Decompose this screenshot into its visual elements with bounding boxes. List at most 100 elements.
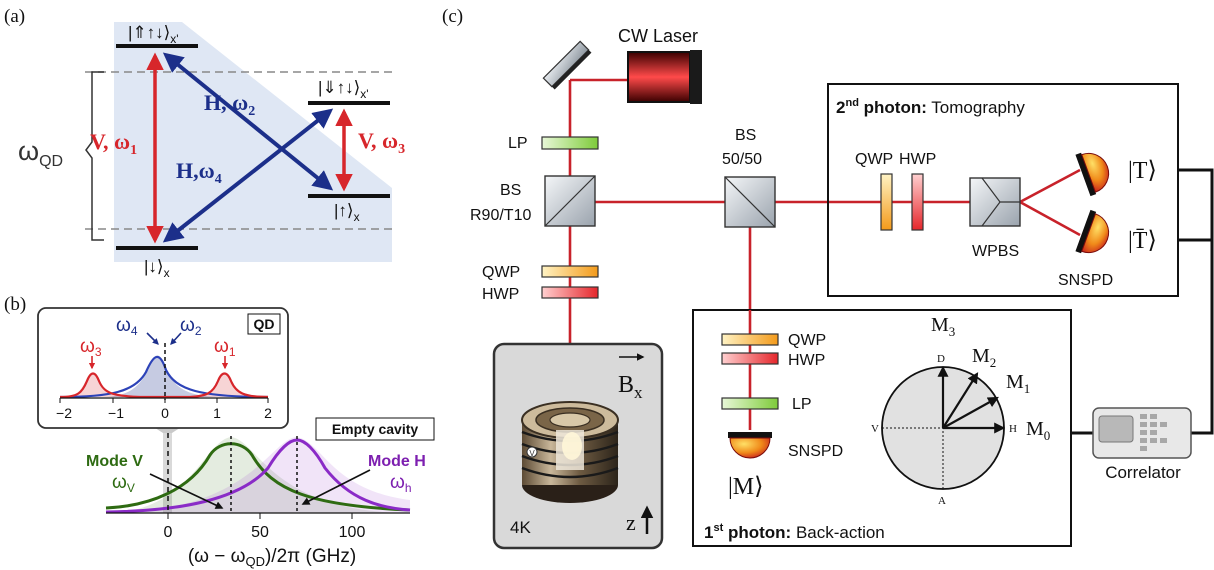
wpbs-prism-lines: [981, 177, 1020, 227]
h-omega4-arrow: [162, 108, 334, 243]
mode-v-pointer: [149, 473, 224, 509]
inset-tick-m1: −1: [108, 405, 124, 421]
x-tick-50: 50: [251, 524, 269, 541]
x-tick-0: 0: [164, 524, 173, 541]
qd-inset-tag-box: [247, 313, 281, 335]
b-field-label: Bx: [618, 372, 643, 402]
poincare-m0: M0: [1026, 418, 1050, 443]
mode-v-fill: [106, 437, 410, 513]
x-tick-100: 100: [339, 524, 366, 541]
w2-label: ω2: [180, 315, 202, 338]
panel-c: (c) CW Laser LP BS R90/T10 QWP HWP: [442, 6, 1214, 550]
detector-tbar: [1075, 209, 1110, 254]
hwp1-label: HWP: [482, 286, 519, 303]
inset-tick-m2: −2: [56, 405, 72, 421]
v-omega3-label: V, ω3: [358, 128, 405, 157]
cavity-ticks: 0 50 100: [164, 513, 366, 541]
w1-label: ω1: [214, 336, 236, 359]
v-omega1-label: V, ω1: [90, 129, 137, 158]
omega-h-label: ωh: [390, 472, 412, 495]
inset-blue-curve: [59, 356, 269, 399]
h-omega2-label: H, ω2: [204, 90, 255, 119]
empty-cavity-tag-box: [315, 417, 435, 441]
inset-tick-0: 0: [161, 405, 169, 421]
ket-t-label: |T⟩: [1128, 158, 1157, 184]
bottom-state-label: |↓⟩x: [144, 257, 170, 280]
cryostat-drawing: V: [521, 401, 619, 503]
hwp2-plate: [911, 173, 924, 231]
qd-inset-tag: QD: [254, 316, 275, 332]
z-axis-label: z: [626, 510, 636, 535]
lp3-label: LP: [792, 396, 812, 413]
cryostat-temp: 4K: [510, 518, 531, 537]
hwp3-plate: [721, 352, 779, 365]
mode-h-fill: [106, 437, 410, 513]
qwp1-plate: [541, 265, 599, 278]
qwp3-label: QWP: [788, 332, 826, 349]
panel-a: (a) ωQD |⇑↑↓⟩x' |⇓↑↓⟩x' |↑⟩x |↓⟩x V, ω1 …: [4, 6, 405, 280]
top-state-label: |⇑↑↓⟩x': [128, 23, 179, 46]
ket-m-label: |M⟩: [728, 474, 764, 500]
inset-red-curve: [59, 372, 269, 399]
correlator-label: Correlator: [1105, 463, 1181, 482]
right-lower-state-label: |↑⟩x: [334, 201, 360, 224]
omega-qd-brace: [85, 71, 104, 241]
snspd2-label: SNSPD: [1058, 272, 1113, 289]
mode-h-pointer: [301, 469, 371, 505]
omega-v-label: ωV: [112, 472, 135, 495]
bs-5050-ratio: 50/50: [722, 151, 762, 168]
panel-b-label: (b): [4, 294, 26, 315]
mode-v-curve: [105, 442, 411, 512]
tomography-title: 2nd photon: Tomography: [836, 97, 1025, 117]
detector-m: [728, 432, 772, 459]
wpbs-label: WPBS: [972, 243, 1019, 260]
panel-a-label: (a): [4, 6, 25, 27]
lp3-filter: [721, 397, 779, 410]
mode-v-label: Mode V: [86, 453, 143, 470]
inset-tick-2: 2: [264, 405, 272, 421]
correlator-device: [1092, 407, 1192, 459]
poincare-v: V: [871, 423, 879, 435]
empty-cavity-tag: Empty cavity: [332, 421, 419, 437]
inset-blue-fill: [100, 355, 225, 397]
right-upper-state-label: |⇓↑↓⟩x': [318, 78, 369, 101]
cw-laser-cap: [690, 50, 702, 104]
correlator-wire: [1070, 168, 1214, 435]
lp1-filter: [541, 136, 599, 150]
w4-arrow: [146, 332, 159, 345]
cw-laser-body: [627, 51, 691, 103]
x-axis-label: (ω − ωQD)/2π (GHz): [188, 546, 356, 569]
poincare-m1: M1: [1006, 371, 1030, 396]
back-action-title: 1st photon: Back-action: [704, 522, 885, 542]
bs-r90-label: BS: [500, 182, 521, 199]
steering-mirror-back: [551, 49, 592, 90]
lp1-label: LP: [508, 135, 528, 152]
poincare-h: H: [1009, 423, 1017, 435]
poincare-d: D: [937, 353, 945, 365]
bs-5050-label: BS: [735, 127, 756, 144]
poincare-a: A: [938, 495, 946, 507]
poincare-circle: [881, 365, 1006, 490]
hwp1-plate: [541, 286, 599, 299]
w3-label: ω3: [80, 336, 102, 359]
inset-ticks: −2 −1 0 1 2: [56, 398, 272, 421]
qwp1-label: QWP: [482, 264, 520, 281]
bs-r90-ratio: R90/T10: [470, 207, 531, 224]
ket-tbar-label: |T̄⟩: [1128, 228, 1157, 254]
qwp3-plate: [721, 333, 779, 346]
poincare-m3: M3: [931, 314, 955, 339]
w2-arrow: [170, 332, 182, 345]
panel-b: (b) QD ω3 ω4 ω2 ω1 −2 −1 0 1 2: [4, 294, 435, 569]
inset-red-fill: [60, 373, 130, 397]
qwp2-label: QWP: [855, 151, 893, 168]
hwp2-label: HWP: [899, 151, 936, 168]
steering-mirror: [542, 40, 590, 88]
wpbs-prism: [969, 177, 1021, 227]
svg-text:V: V: [529, 449, 535, 458]
omega-qd-label: ωQD: [18, 136, 63, 170]
cw-laser-label: CW Laser: [618, 26, 698, 46]
bs-5050-diagonal: [724, 176, 776, 228]
inset-red-fill-right: [190, 373, 268, 397]
detector-t: [1075, 152, 1110, 197]
